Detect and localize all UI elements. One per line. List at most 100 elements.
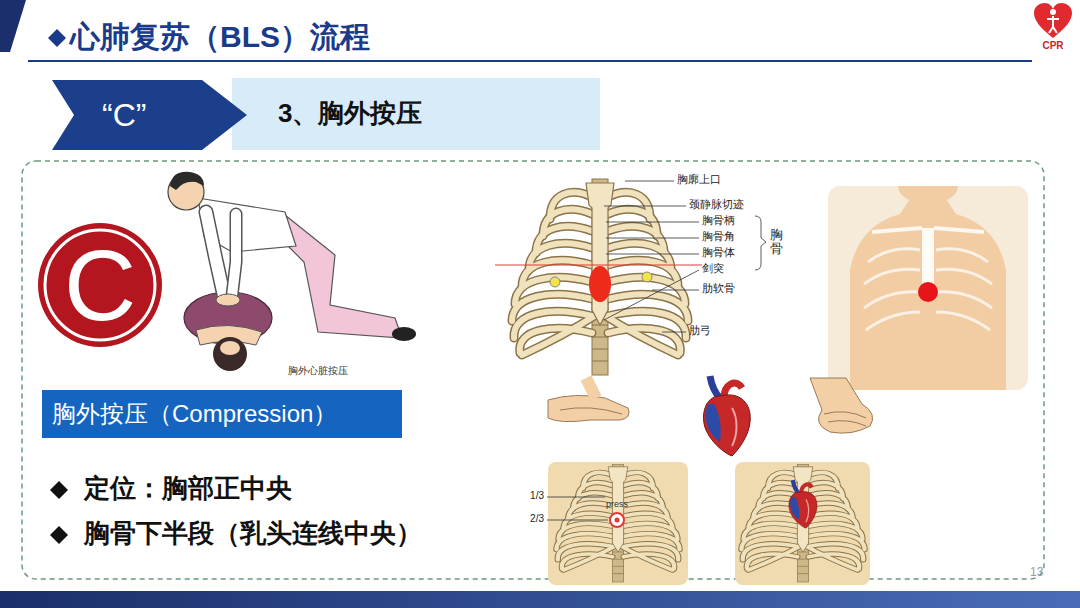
slide-frame-part <box>22 161 1044 579</box>
press-point-label: press <box>606 499 628 510</box>
hand-position-pictures-part <box>824 412 866 426</box>
heart-in-chest-part <box>735 462 870 585</box>
chest-position-photo-part-part-part <box>936 249 988 262</box>
rescuer-figure-part <box>220 341 240 355</box>
rescuer-figure-part <box>184 292 272 344</box>
bullet-point: 胸骨下半段（乳头连线中央） <box>84 518 422 549</box>
page-number: 13 <box>1030 565 1043 579</box>
step-chevron-outline <box>52 80 247 150</box>
rib-cage-anatomy-part-part <box>604 206 686 207</box>
anatomy-label: 肋软骨 <box>702 282 735 295</box>
hand-position-pictures-part <box>586 378 596 398</box>
rib-cage-anatomy-part <box>550 277 560 287</box>
rib-cage-anatomy-part-part <box>606 254 699 255</box>
node-text: 胸外按压（Compression） <box>42 400 347 429</box>
step-chevron: “C” <box>52 80 247 150</box>
rescuer-figure-part <box>216 294 240 306</box>
slide-frame-part <box>48 29 66 47</box>
rib-cage-anatomy-part-part <box>606 238 699 239</box>
rib-cage-anatomy-part-part <box>662 332 686 333</box>
hand-position-pictures-part <box>810 378 873 433</box>
chest-position-photo-part-part-part <box>936 269 992 284</box>
anatomy-label: 剑突 <box>702 262 724 275</box>
compression-point-chest-part <box>547 520 608 521</box>
rescuer-figure-part <box>206 212 224 296</box>
hand-position-pictures <box>548 376 873 456</box>
step-title-band: 3、胸外按压 <box>232 78 600 150</box>
heart-in-chest-part <box>789 480 817 528</box>
heart-in-chest <box>735 462 870 585</box>
rescuer-figure-part <box>213 337 247 371</box>
step-letter-circle: C <box>38 223 162 347</box>
slide-frame-part <box>0 0 26 52</box>
compression-point-chest <box>547 462 688 585</box>
chest-position-photo-part-part-part <box>864 269 920 284</box>
rib-cage-anatomy-part-part <box>625 181 674 182</box>
compression-point-chest-part <box>556 464 679 582</box>
chevron-shape <box>52 80 247 150</box>
rib-cage-anatomy-part-part <box>606 222 699 223</box>
rib-cage-anatomy <box>495 179 766 375</box>
chest-position-photo-part <box>850 186 1006 390</box>
anatomy-group-label: 胸骨 <box>770 228 783 257</box>
anatomy-label: 胸廓上口 <box>677 173 721 186</box>
chest-position-photo <box>828 168 1028 392</box>
chest-position-photo-part-part-part <box>936 292 992 308</box>
chest-position-photo-part-part-part <box>864 292 920 308</box>
chest-position-photo-part-part <box>918 282 938 302</box>
cpr-logo-part <box>1050 9 1056 15</box>
compression-point-chest-part <box>615 518 620 523</box>
step-name-box: 胸外按压（Compression） <box>42 390 402 438</box>
rib-cage-anatomy-part-part <box>604 270 699 320</box>
anatomy-label: 胸骨柄 <box>702 214 735 227</box>
cpr-logo <box>1034 3 1072 38</box>
rib-cage-anatomy-part <box>642 272 652 282</box>
anatomy-label: 肋弓 <box>689 324 711 337</box>
rescuer-figure <box>168 172 416 371</box>
rescuer-figure-part <box>285 215 402 338</box>
slide-frame-part <box>28 60 1032 62</box>
ratio-label: 2/3 <box>530 513 544 525</box>
logo-text: CPR <box>1042 40 1063 52</box>
rib-cage-anatomy-part-part <box>755 216 766 270</box>
hand-position-pictures-part <box>560 408 622 414</box>
slide-title: 心肺复苏（BLS）流程 <box>70 19 370 55</box>
rescuer-figure-part <box>232 214 236 296</box>
cpr-logo-part <box>1047 16 1059 33</box>
rescuer-figure-part <box>206 212 224 296</box>
hand-position-pictures-part <box>548 395 629 421</box>
slide-frame-part <box>0 591 1080 608</box>
chest-position-photo-part-part-part <box>936 312 990 330</box>
node-text: “C” <box>52 96 201 134</box>
anatomy-label: 胸骨角 <box>702 230 735 243</box>
node-text: C <box>64 225 136 345</box>
node-text: 3、胸外按压 <box>232 98 442 129</box>
bullet-diamonds-part <box>50 481 68 499</box>
rescuer-figure-part <box>232 214 236 296</box>
compression-point-chest-part <box>610 513 624 527</box>
rib-cage-anatomy-part <box>512 179 688 375</box>
rescuer-figure-part <box>392 327 416 341</box>
rib-cage-anatomy-part-part <box>652 290 699 291</box>
chest-position-photo-part-part-part <box>868 249 920 262</box>
bullet-diamonds-part <box>50 526 68 544</box>
heart-in-chest-part <box>741 464 864 582</box>
rescuer-figure-part <box>170 172 204 190</box>
chest-position-photo-part-part-part <box>866 312 920 330</box>
anatomy-label: 颈静脉切迹 <box>689 198 744 211</box>
rib-cage-anatomy-part <box>589 266 611 302</box>
hand-position-pictures-part <box>704 376 751 456</box>
compression-point-chest-part <box>548 462 688 585</box>
rib-cage-anatomy-part <box>495 265 702 266</box>
ratio-label: 1/3 <box>530 490 544 502</box>
circle-shape <box>38 223 162 347</box>
compression-point-chest-part <box>547 497 605 498</box>
figure-caption: 胸外心脏按压 <box>288 365 348 377</box>
chest-position-photo-part-part <box>850 196 1006 390</box>
bullet-diamonds <box>50 481 68 544</box>
anatomy-label: 胸骨体 <box>702 246 735 259</box>
rib-cage-anatomy-part <box>604 181 766 332</box>
bullet-point: 定位：胸部正中央 <box>84 473 292 504</box>
